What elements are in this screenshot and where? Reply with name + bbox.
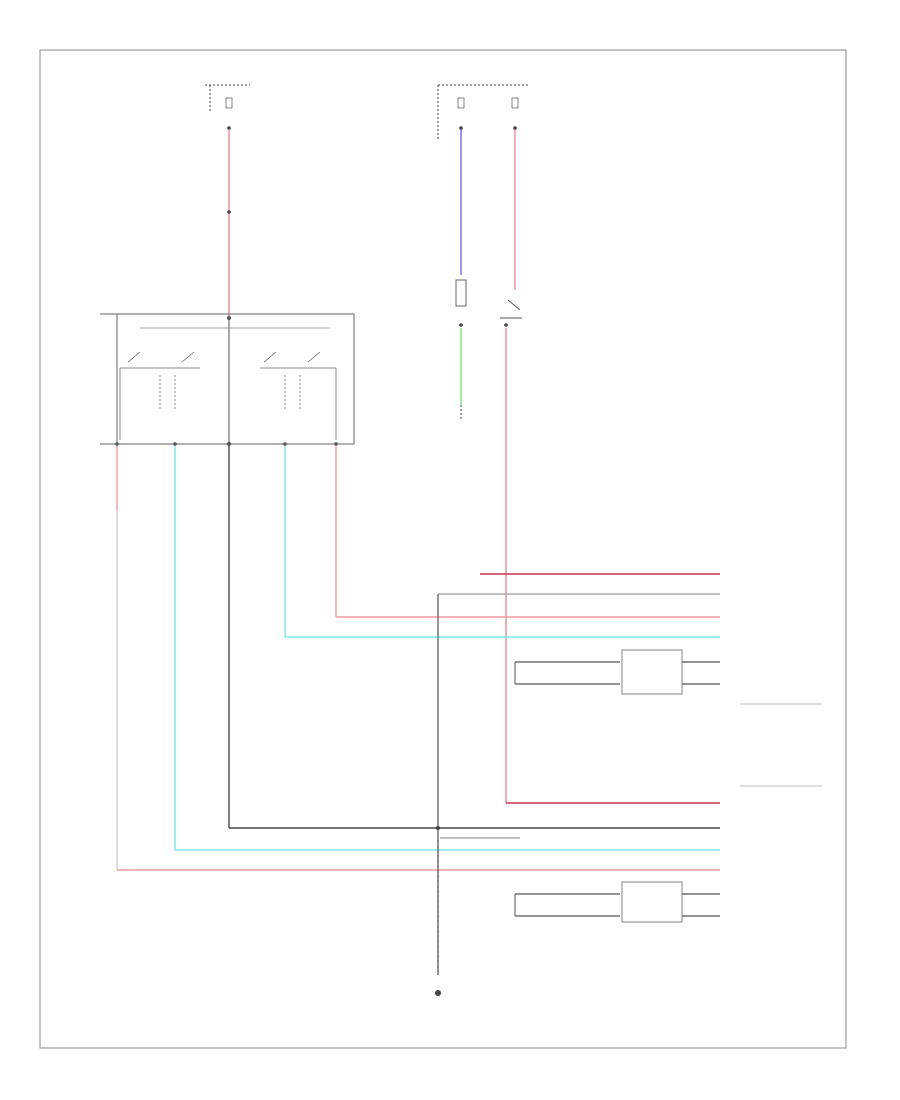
diagram-frame <box>39 49 847 1049</box>
seat-heater-switch-assembly <box>100 84 355 870</box>
ground-icon <box>435 990 441 996</box>
driver-connector-group <box>117 785 822 923</box>
relay-branch <box>437 84 530 803</box>
switch-housing <box>116 313 355 445</box>
ground-bus <box>435 594 441 996</box>
passenger-connector-group <box>285 573 822 705</box>
